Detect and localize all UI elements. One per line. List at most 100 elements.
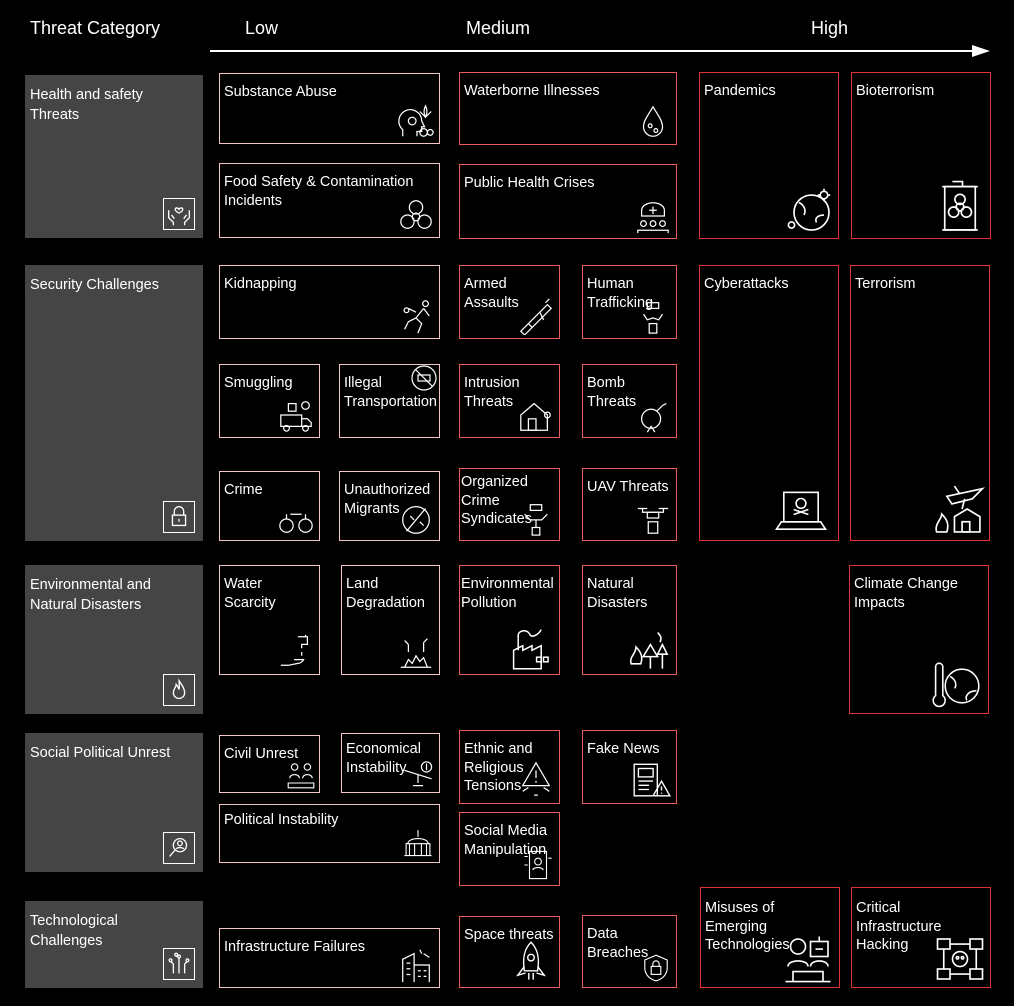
threat-label: Waterborne Illnesses	[464, 83, 600, 99]
capitol-building-icon	[401, 825, 435, 859]
health-shield-crowd-icon	[634, 197, 672, 235]
faucet-hand-icon	[277, 633, 315, 671]
threat-bioterrorism[interactable]: Bioterrorism	[851, 72, 991, 239]
rocket-icon	[513, 940, 549, 984]
globe-people-icon	[397, 499, 435, 537]
threat-smuggling[interactable]: Smuggling	[219, 364, 320, 438]
threat-fake-news[interactable]: Fake News	[582, 730, 677, 804]
threat-space[interactable]: Space threats	[459, 916, 560, 988]
category-social-political: Social Political Unrest	[25, 733, 203, 872]
category-label: Security Challenges	[30, 277, 159, 293]
threat-political-instability[interactable]: Political Instability	[219, 804, 440, 863]
person-running-icon	[397, 297, 435, 335]
flame-icon	[163, 674, 195, 706]
threat-cyberattacks[interactable]: Cyberattacks	[699, 265, 839, 541]
category-security: Security Challenges	[25, 265, 203, 541]
house-intruder-icon	[517, 396, 555, 434]
person-search-icon	[163, 832, 195, 864]
severity-arrow-line	[210, 50, 974, 52]
level-medium-label: Medium	[466, 18, 531, 38]
bomb-icon	[634, 396, 672, 434]
circuit-icon	[163, 948, 195, 980]
threat-kidnapping[interactable]: Kidnapping	[219, 265, 440, 339]
threat-infrastructure-failures[interactable]: Infrastructure Failures	[219, 928, 440, 988]
rifle-icon	[517, 297, 555, 335]
threat-pandemics[interactable]: Pandemics	[699, 72, 839, 239]
drone-icon	[634, 499, 672, 537]
laptop-skull-icon	[774, 487, 828, 537]
skull-network-icon	[934, 934, 986, 984]
threat-uav[interactable]: UAV Threats	[582, 468, 677, 541]
protest-people-icon	[285, 759, 317, 791]
no-vehicle-icon	[409, 363, 439, 393]
handcuffs-icon	[277, 499, 315, 537]
threat-label: Civil Unrest	[224, 746, 299, 762]
threat-label: UAV Threats	[587, 479, 669, 495]
factory-smoke-icon	[509, 625, 555, 671]
level-low-label: Low	[245, 18, 279, 38]
water-drop-germs-icon	[634, 103, 672, 141]
category-label: Social Political Unrest	[30, 745, 171, 761]
threat-civil-unrest[interactable]: Civil Unrest	[219, 735, 320, 793]
threat-substance-abuse[interactable]: Substance Abuse	[219, 73, 440, 144]
collapsing-building-icon	[397, 946, 435, 984]
biohazard-icon	[397, 196, 435, 234]
network-hands-icon	[517, 499, 555, 537]
threat-public-health[interactable]: Public Health Crises	[459, 164, 677, 239]
warning-symbols-icon	[517, 759, 555, 797]
threat-label: Public Health Crises	[464, 175, 595, 191]
thermometer-globe-icon	[928, 662, 984, 710]
threat-category-header: Threat Category	[30, 18, 161, 38]
threat-label: Cyberattacks	[704, 276, 789, 292]
threat-waterborne-illnesses[interactable]: Waterborne Illnesses	[459, 72, 677, 145]
threat-crime[interactable]: Crime	[219, 471, 320, 541]
cracked-land-icon	[397, 633, 435, 671]
truck-boxes-icon	[277, 396, 315, 434]
severity-arrow-head	[972, 45, 990, 57]
head-leaf-pills-icon	[397, 102, 435, 140]
phone-social-icon	[521, 848, 555, 882]
threat-label: Crime	[224, 482, 263, 498]
threat-label: Infrastructure Failures	[224, 939, 366, 955]
biohazard-barrel-icon	[934, 179, 986, 235]
threat-terrorism[interactable]: Terrorism	[850, 265, 990, 541]
